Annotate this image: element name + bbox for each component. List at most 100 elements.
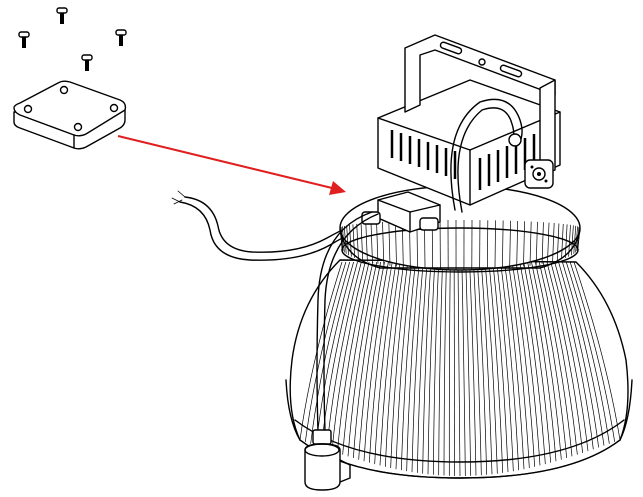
reflector-rib [573,261,621,441]
reflector-rib [469,261,477,476]
reflector-rib [476,261,488,475]
screw-top [56,7,68,24]
junction-box [361,191,441,233]
sensor-cable [316,211,379,433]
heat-sink-fin [529,221,532,266]
housing-vents [390,130,545,190]
heat-sink-fin [388,221,391,266]
heat-sink-fin [523,221,525,267]
reflector-rib [368,261,393,463]
reflector-rib [542,261,578,455]
reflector-rib [461,261,466,476]
heat-sink-fin [552,223,555,262]
reflector-rib [484,261,498,474]
reflector-rib [546,261,584,453]
heat-sink-fin [561,223,564,260]
reflector-rib [523,261,552,463]
reflector-rib [569,261,616,442]
reflector-rib [427,261,436,475]
reflector-rib [336,261,370,453]
reflector-rib [400,261,416,471]
reflector-rib [379,261,401,466]
loop-cable [450,98,523,213]
reflector-rib [384,261,405,467]
reflector-rib [422,261,432,474]
heat-sink-fin [573,225,577,254]
heat-sink-fin [395,221,397,267]
reflector-rib [531,261,562,460]
assembly-arrow [117,135,346,195]
reflector-rib [390,261,409,468]
reflector-rib [304,261,347,442]
reflector-rib [534,261,568,459]
reflector-rib [558,261,600,448]
heat-sink-fin [346,225,349,256]
reflector-rib [465,261,472,476]
reflector-rib [374,261,397,465]
reflector-rib [342,261,374,455]
heat-sink-fin [356,223,359,260]
heat-sink-fin [535,221,538,265]
heat-sink-fin [571,225,574,256]
heat-sink-fin [509,220,511,268]
reflector-rib [310,261,351,444]
reflector-rib [550,261,589,452]
screw-middle [81,54,93,71]
reflector-rib [554,261,594,450]
reflector-rib [500,261,520,471]
heat-sink-fin [360,223,364,261]
reflector-rib [358,261,385,460]
reflector-rib [538,261,573,457]
heat-sink-fin [502,220,504,269]
reflector-rib [406,261,420,472]
reflector-rib [347,261,378,457]
reflector-rib [527,261,557,462]
reflector-rib [507,261,530,468]
reflector-ribs [299,261,621,477]
heat-sink-fin [382,221,385,265]
reflector-rib [326,261,362,450]
reflector-rib [453,261,456,476]
reflector-rib [562,261,605,446]
reflector-rib [496,261,514,472]
reflector-rib [320,261,358,448]
reflector-rib [480,261,493,475]
reflector-rib [411,261,424,473]
sensor-plug [304,429,351,491]
reflector-rib [315,261,354,446]
screw-right [115,29,127,46]
reflector-rib [331,261,366,452]
reflector-rib [432,261,440,475]
reflector-rib [438,261,443,476]
reflector-rib [473,261,482,476]
cover-plate [13,80,127,150]
driver-housing [377,34,561,206]
reflector-rib [416,261,428,473]
reflector-rib [443,261,447,476]
reflector-rib [511,261,536,467]
heat-sink-fin [547,222,550,263]
reflector-rib [457,261,461,477]
reflector-rib [363,261,389,462]
reflector-rib [352,261,382,459]
reflector-rib [299,261,343,441]
heat-sink-fin [541,222,544,264]
reflector-rib [565,261,610,444]
heat-sink-fin [556,223,560,261]
reflector-rib [395,261,412,470]
reflector-rib [519,261,546,465]
heat-sink-fin [343,225,347,254]
reflector-rib [504,261,525,470]
heat-sink-fin [365,223,368,262]
reflector-rib [515,261,541,466]
reflector-rib [448,261,451,476]
heat-sink-fin [376,222,379,264]
heat-sink-fin [516,220,519,268]
reflector-rib [488,261,504,473]
screw-left [18,31,30,48]
reflector-dome [285,259,633,479]
heat-sink-fin [564,224,568,258]
heat-sink-fin [370,222,373,263]
